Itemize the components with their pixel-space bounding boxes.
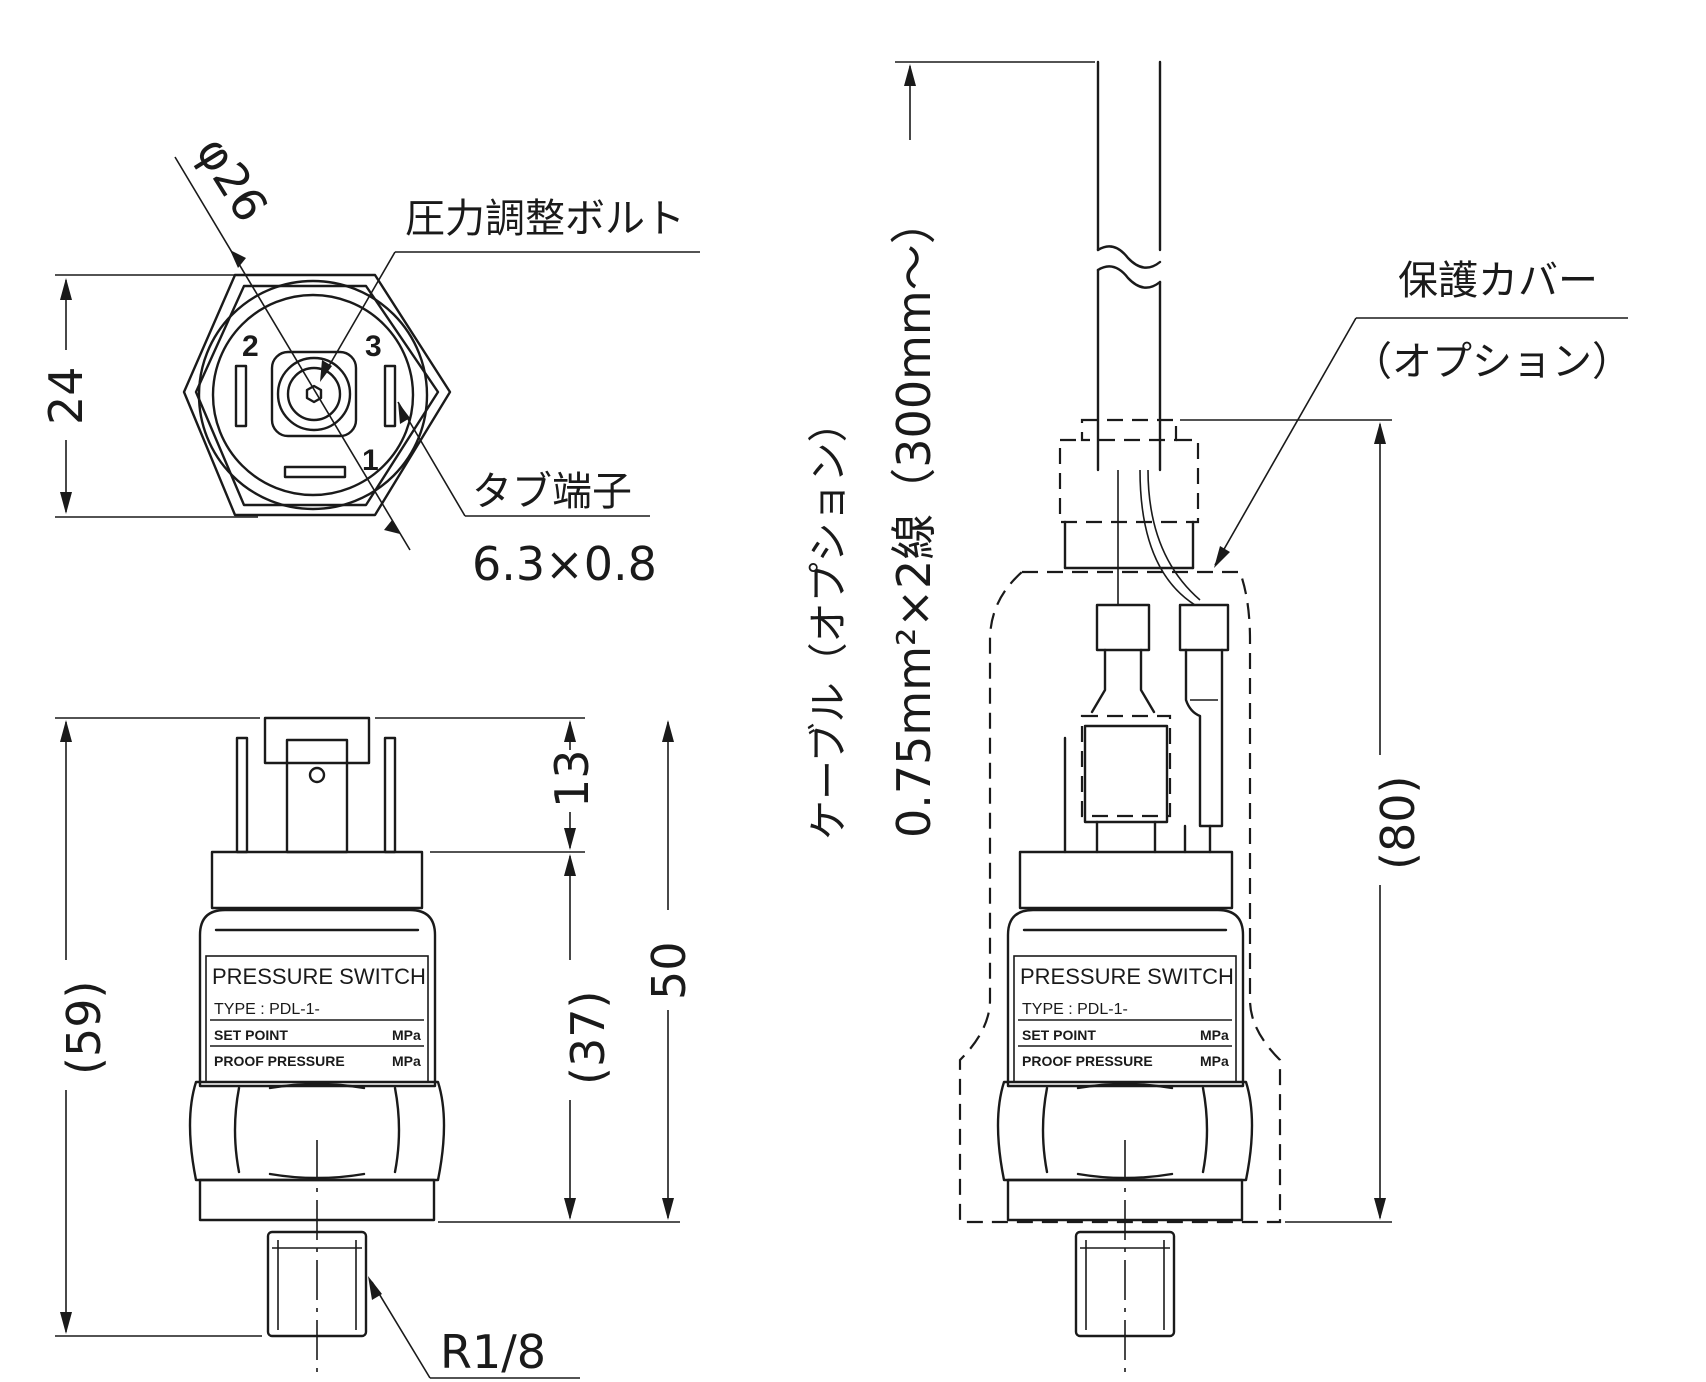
- tab-size-label: 6.3×0.8: [472, 537, 657, 591]
- cover-option-label: （オプション）: [1352, 339, 1632, 385]
- protective-cover: [958, 570, 1282, 1224]
- adjust-bolt-hex-socket: [305, 384, 323, 404]
- front-label-body: [198, 908, 437, 1088]
- diameter-label: φ26: [186, 127, 279, 231]
- dim-13-arrow-top: [564, 720, 576, 742]
- side-hex-nut-face-right: [1201, 1086, 1209, 1174]
- front-hex-nut-face-left: [233, 1086, 241, 1174]
- adjust-bolt-label: 圧力調整ボルト: [405, 196, 685, 242]
- dim-59-arrow-bottom: [60, 1312, 72, 1334]
- nameplate-type: TYPE : PDL-1-: [214, 1001, 320, 1018]
- front-tab-hole: [308, 766, 326, 784]
- dim-50-label: 50: [642, 941, 696, 1000]
- cable-label: ケーブル（オプション）: [806, 402, 852, 840]
- front-center-tab: [285, 738, 349, 854]
- tab-leader: [397, 401, 466, 517]
- dim-13-arrow-bottom: [564, 828, 576, 850]
- dim-37-arrow-bottom: [564, 1198, 576, 1220]
- pin-3-label: 3: [365, 330, 382, 363]
- tab-terminal-3: [383, 364, 397, 428]
- dim-50-arrow-top: [662, 720, 674, 742]
- connector-right-sleeve: [1178, 603, 1230, 652]
- diameter-arrow-top: [230, 250, 246, 268]
- adjust-bolt-inner: [286, 366, 342, 422]
- adjust-bolt-circle: [276, 356, 352, 432]
- tab-terminal-2: [234, 364, 248, 428]
- dim-24-arrow-bottom: [60, 492, 72, 514]
- top-hex-inner: [194, 284, 440, 507]
- adjust-bolt-square: [270, 350, 358, 438]
- thread-leader: [371, 1281, 431, 1379]
- front-hex-nut: [188, 1080, 446, 1182]
- cable-break-bottom: [1096, 265, 1162, 289]
- side-label-body: [1006, 908, 1245, 1088]
- cover-arrow: [1214, 546, 1230, 568]
- wire-right: [1139, 469, 1196, 606]
- side-nameplate-title: PRESSURE SWITCH: [1020, 964, 1234, 989]
- dim-80-arrow-top: [1374, 422, 1386, 444]
- grommet-body: [1058, 438, 1200, 524]
- cable-break-top: [1096, 245, 1162, 269]
- dim-37-arrow-top: [564, 854, 576, 876]
- thread-label: R1/8: [440, 1325, 546, 1379]
- dim-37-label: (37): [561, 991, 615, 1085]
- side-nameplate-type: TYPE : PDL-1-: [1022, 1001, 1128, 1018]
- front-upper-block: [210, 850, 424, 910]
- adjust-bolt-arrow: [320, 360, 332, 382]
- side-upper-block: [1018, 850, 1234, 910]
- dim-59-arrow-top: [60, 720, 72, 742]
- side-hex-nut: [996, 1080, 1254, 1182]
- nameplate-proof: PROOF PRESSURE: [214, 1053, 345, 1069]
- side-nameplate-set-point: SET POINT: [1022, 1027, 1096, 1043]
- top-body-inner-circle: [211, 293, 415, 497]
- side-view: ケーブル（オプション） 0.75mm²×2線（300mm～）: [806, 60, 1632, 1372]
- cover-leader: [1214, 317, 1357, 566]
- dim-80-label: (80): [1371, 776, 1425, 870]
- side-hex-nut-face-left: [1041, 1086, 1049, 1174]
- cover-label: 保護カバー: [1398, 258, 1598, 304]
- nameplate-unit-2: MPa: [392, 1053, 421, 1069]
- dim-50-arrow-bottom: [662, 1198, 674, 1220]
- grommet-top: [1080, 418, 1178, 442]
- connector-left-taper: [1090, 648, 1156, 714]
- diameter-arrow-bottom: [384, 520, 400, 534]
- nameplate-unit-1: MPa: [392, 1027, 421, 1043]
- top-body-circle: [197, 279, 429, 511]
- top-view: 2 3 1 φ26 24 圧力調整ボルト タブ端子 6.3×0.8: [39, 127, 700, 591]
- tab-terminal-1: [283, 465, 347, 479]
- tab-terminal-label: タブ端子: [472, 469, 632, 515]
- dim-13-label: 13: [545, 749, 599, 808]
- pin-2-label: 2: [242, 330, 259, 363]
- front-view: PRESSURE SWITCH TYPE : PDL-1- SET POINT …: [55, 716, 696, 1379]
- connector-left-body: [1083, 724, 1169, 824]
- connector-right-body: [1184, 648, 1224, 828]
- cable-dim-arrow: [904, 64, 916, 86]
- front-left-tab: [235, 736, 249, 854]
- adjust-bolt-leader: [321, 251, 396, 379]
- diameter-leader: [174, 156, 411, 551]
- side-nameplate-unit-2: MPa: [1200, 1053, 1229, 1069]
- pin-1-label: 1: [362, 444, 379, 477]
- nameplate-set-point: SET POINT: [214, 1027, 288, 1043]
- nameplate-title: PRESSURE SWITCH: [212, 964, 426, 989]
- side-nameplate-proof: PROOF PRESSURE: [1022, 1053, 1153, 1069]
- dim-24-label: 24: [39, 366, 93, 425]
- connector-left-receptacle: [1080, 714, 1172, 818]
- dim-59-label: (59): [57, 981, 111, 1075]
- top-hex-outline: [182, 273, 452, 517]
- front-right-tab: [383, 736, 397, 854]
- front-hex-nut-face-right: [393, 1086, 401, 1174]
- cable-spec: 0.75mm²×2線（300mm～）: [887, 198, 941, 838]
- connector-left-sleeve: [1095, 603, 1151, 652]
- dim-80-arrow-bottom: [1374, 1198, 1386, 1220]
- tab-arrow: [398, 402, 410, 424]
- front-terminal-cap: [263, 716, 371, 765]
- wire-right-2: [1147, 469, 1201, 601]
- thread-arrow: [368, 1276, 382, 1300]
- side-nameplate-unit-1: MPa: [1200, 1027, 1229, 1043]
- dim-24-arrow-top: [60, 278, 72, 300]
